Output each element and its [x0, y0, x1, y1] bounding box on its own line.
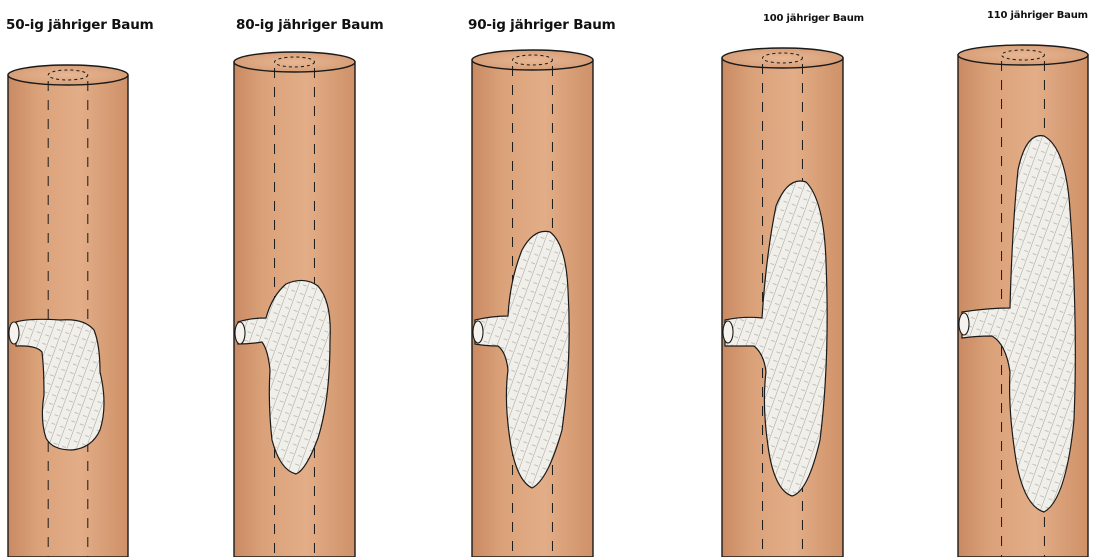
trunk-top [8, 65, 128, 85]
tree-trunk-2 [472, 50, 593, 557]
trunk-top [722, 48, 843, 68]
tree-trunk-1 [234, 52, 355, 557]
trunk-top [234, 52, 355, 72]
branch-stub-icon [9, 322, 19, 344]
trunk-top [472, 50, 593, 70]
trunk-top [958, 45, 1088, 65]
tree-trunk-3 [722, 48, 843, 557]
branch-stub-icon [723, 321, 733, 343]
branch-stub-icon [473, 321, 483, 343]
tree-trunk-4 [958, 45, 1088, 557]
trunk-body [8, 75, 128, 557]
tree-trunk-0 [8, 65, 128, 557]
branch-stub-icon [959, 313, 969, 335]
branch-stub-icon [235, 322, 245, 344]
